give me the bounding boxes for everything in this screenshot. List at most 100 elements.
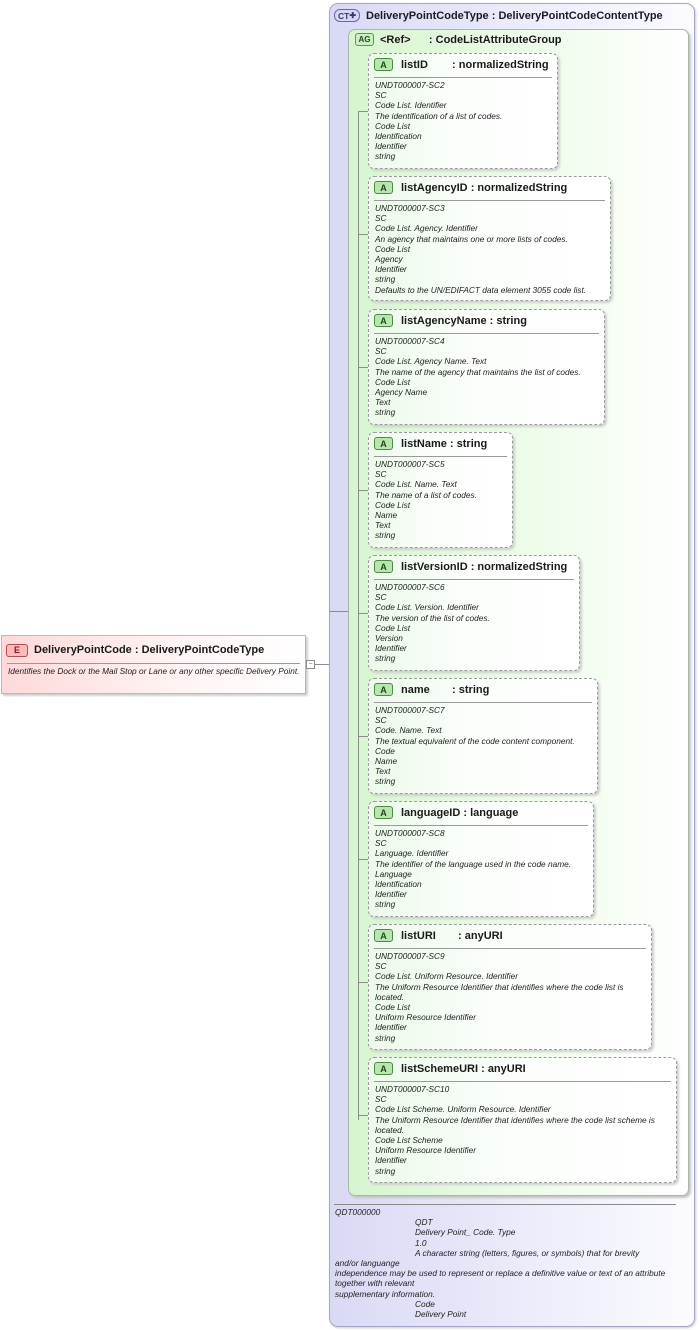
attribute-type: language	[470, 806, 519, 819]
complex-type-title: DeliveryPointCodeType : DeliveryPointCod…	[366, 9, 663, 22]
attribute-connector	[358, 859, 368, 860]
attribute-type: normalizedString	[477, 181, 568, 194]
attribute-doc-line: SC	[375, 838, 387, 849]
attribute-doc-line: Identifier	[375, 643, 407, 654]
attribute-doc-line: SC	[375, 1094, 387, 1105]
attribute-doc-line: SC	[375, 715, 387, 726]
attribute-type: anyURI	[464, 929, 503, 942]
complex-type-doc-line: Code	[415, 1298, 435, 1309]
attribute-doc-line: UNDT000007-SC7	[375, 705, 445, 715]
attribute-doc-line: string	[375, 407, 396, 418]
attribute-doc-line: Identifier	[375, 1155, 407, 1166]
attribute-doc-line: string	[375, 653, 396, 664]
attribute-title: listName : string	[401, 437, 488, 450]
attribute-badge: A	[374, 58, 393, 71]
attribute-type: string	[456, 437, 488, 450]
attribute-doc-line: Code List Scheme	[375, 1135, 443, 1146]
attribute-name: listURI	[401, 929, 436, 942]
plus-icon: ✚	[349, 11, 357, 20]
element-header: E DeliveryPointCode : DeliveryPointCodeT…	[6, 642, 264, 658]
attribute-connector	[358, 111, 368, 112]
complex-type-name: DeliveryPointCodeType	[366, 9, 489, 22]
attribute-badge: A	[374, 929, 393, 942]
complex-type-doc-line: and/or languange	[335, 1258, 400, 1269]
attribute-doc-line: UNDT000007-SC3	[375, 203, 445, 213]
attribute-divider	[374, 77, 552, 78]
complex-type-divider	[334, 1204, 676, 1205]
expand-collapse-toggle[interactable]: −	[306, 660, 315, 669]
attribute-badge: A	[374, 314, 393, 327]
attribute-doc-line: The Uniform Resource Identifier that ide…	[375, 981, 624, 1002]
attribute-doc-line: string	[375, 530, 396, 541]
complex-type-doc-line: Delivery Point	[415, 1309, 467, 1320]
attribute-doc-line: Text	[375, 397, 391, 408]
attribute-title: listAgencyID : normalizedString	[401, 181, 568, 194]
attribute-connector	[358, 613, 368, 614]
complex-type-doc-id: QDT000000	[335, 1207, 381, 1217]
attribute-divider	[374, 333, 599, 334]
attribute-doc-line: Identifier	[375, 141, 407, 152]
attribute-doc-line: string	[375, 1165, 396, 1176]
attribute-title: listAgencyName : string	[401, 314, 527, 327]
attribute-doc-line: The name of a list of codes.	[375, 489, 477, 500]
attribute-doc-line: Identification	[375, 879, 422, 890]
attribute-doc-line: Code List	[375, 120, 411, 131]
element-to-type-connector	[306, 664, 329, 665]
attribute-doc-line: Agency	[375, 254, 403, 265]
element-box[interactable]: E DeliveryPointCode : DeliveryPointCodeT…	[1, 635, 306, 694]
attribute-connector	[358, 490, 368, 491]
attribute-doc-line: Code List. Uniform Resource. Identifier	[375, 971, 518, 982]
attribute-doc-line: Code List. Identifier	[375, 100, 447, 111]
attribute-doc-line: UNDT000007-SC9	[375, 951, 445, 961]
complex-type-doc-line: QDT	[415, 1217, 433, 1228]
attribute-doc-line: Code List	[375, 243, 411, 254]
attribute-doc-line: UNDT000007-SC6	[375, 582, 445, 592]
attribute-divider	[374, 579, 574, 580]
attribute-doc-line: string	[375, 274, 396, 285]
attribute-title: listVersionID : normalizedString	[401, 560, 568, 573]
attribute-badge: A	[374, 181, 393, 194]
attribute-doc-line: SC	[375, 213, 387, 224]
attribute-doc-line: SC	[375, 346, 387, 357]
attribute-doc-line: UNDT000007-SC2	[375, 80, 445, 90]
attribute-connector	[358, 982, 368, 983]
type-to-group-connector	[329, 611, 359, 612]
attribute-name: languageID	[401, 806, 461, 819]
attribute-name: name	[401, 683, 430, 696]
attribute-title: name : string	[401, 683, 490, 696]
attribute-divider	[374, 456, 507, 457]
complex-type-doc-line: independence may be used to represent or…	[335, 1268, 666, 1289]
attribute-doc-line: The textual equivalent of the code conte…	[375, 735, 575, 746]
element-badge: E	[6, 643, 28, 657]
complex-type-doc-line: A character string (letters, figures, or…	[415, 1247, 640, 1258]
attribute-type: anyURI	[487, 1062, 526, 1075]
element-name: DeliveryPointCode	[34, 644, 132, 656]
attribute-doc-line: Language	[375, 868, 412, 879]
attribute-doc-line: Code List	[375, 1002, 411, 1013]
attribute-name: listAgencyName	[401, 314, 487, 327]
complex-type-doc-line: Delivery Point_ Code. Type	[415, 1227, 516, 1238]
attribute-name: listVersionID	[401, 560, 468, 573]
complex-type-documentation: QDT000000 QDT Delivery Point_ Code. Type…	[335, 1207, 680, 1319]
attribute-divider	[374, 702, 592, 703]
attribute-name: listAgencyID	[401, 181, 468, 194]
attribute-doc-line: string	[375, 1032, 396, 1043]
attribute-name: listName	[401, 437, 447, 450]
